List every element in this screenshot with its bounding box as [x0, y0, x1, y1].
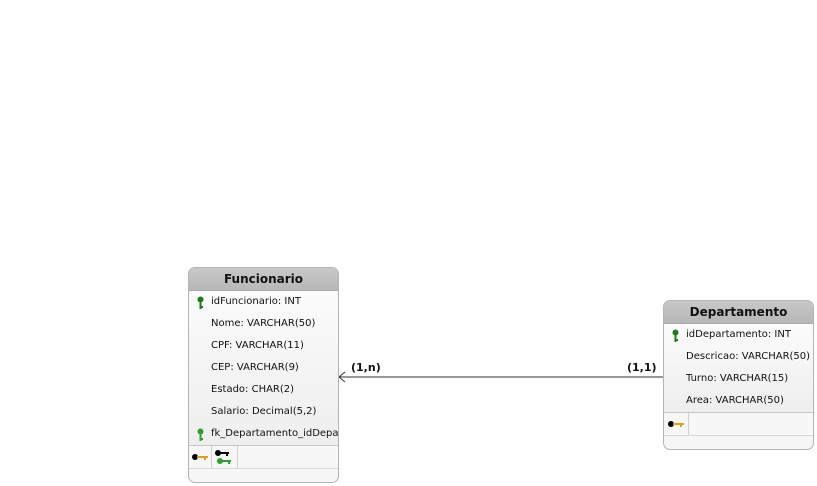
- entity-funcionario[interactable]: Funcionario idFuncionario: INT Nome: VARC…: [188, 267, 339, 483]
- attribute-row[interactable]: Turno: VARCHAR(15): [664, 368, 813, 390]
- relationship-arrowhead: [338, 371, 346, 383]
- attribute-row[interactable]: CEP: VARCHAR(9): [189, 357, 338, 379]
- attribute-row[interactable]: Nome: VARCHAR(50): [189, 313, 338, 335]
- attribute-label: CPF: VARCHAR(11): [211, 340, 304, 351]
- cardinality-funcionario: (1,n): [351, 361, 381, 374]
- attribute-row[interactable]: Salario: Decimal(5,2): [189, 401, 338, 423]
- attribute-label: Area: VARCHAR(50): [686, 395, 784, 406]
- attribute-label: Estado: CHAR(2): [211, 384, 295, 395]
- primary-key-icon: [197, 296, 204, 309]
- cardinality-departamento: (1,1): [627, 361, 657, 374]
- attribute-row[interactable]: Estado: CHAR(2): [189, 379, 338, 401]
- index-bar: [664, 413, 813, 436]
- attribute-row[interactable]: fk_Departamento_idDepar: [189, 423, 338, 445]
- primary-key-icon: [672, 329, 679, 342]
- index-bar: [189, 446, 338, 469]
- attribute-row[interactable]: Descricao: VARCHAR(50): [664, 346, 813, 368]
- attribute-label: Descricao: VARCHAR(50): [686, 351, 811, 362]
- attribute-row[interactable]: Area: VARCHAR(50): [664, 390, 813, 412]
- attribute-label: Salario: Decimal(5,2): [211, 406, 317, 417]
- primary-key-icon: [192, 454, 208, 460]
- attribute-row[interactable]: idFuncionario: INT: [189, 291, 338, 313]
- attribute-label: fk_Departamento_idDepar: [211, 428, 338, 439]
- entity-title[interactable]: Funcionario: [189, 268, 338, 291]
- attribute-label: idDepartamento: INT: [686, 329, 791, 340]
- entity-title[interactable]: Departamento: [664, 301, 813, 324]
- entity-departamento[interactable]: Departamento idDepartamento: INT Descrica…: [663, 300, 814, 450]
- attribute-label: idFuncionario: INT: [211, 296, 301, 307]
- foreign-key-icon: [197, 428, 204, 441]
- attribute-row[interactable]: idDepartamento: INT: [664, 324, 813, 346]
- index-cell-primary[interactable]: [664, 413, 689, 435]
- attribute-label: CEP: VARCHAR(9): [211, 362, 299, 373]
- attribute-label: Turno: VARCHAR(15): [686, 373, 789, 384]
- attribute-row[interactable]: CPF: VARCHAR(11): [189, 335, 338, 357]
- primary-key-icon: [668, 421, 684, 427]
- attribute-label: Nome: VARCHAR(50): [211, 318, 316, 329]
- attribute-list: idFuncionario: INT Nome: VARCHAR(50) CPF: …: [189, 291, 338, 446]
- index-cell-primary[interactable]: [189, 446, 212, 468]
- index-cell-foreign[interactable]: [211, 446, 238, 468]
- foreign-key-icon: [215, 450, 231, 464]
- attribute-list: idDepartamento: INT Descricao: VARCHAR(50…: [664, 324, 813, 413]
